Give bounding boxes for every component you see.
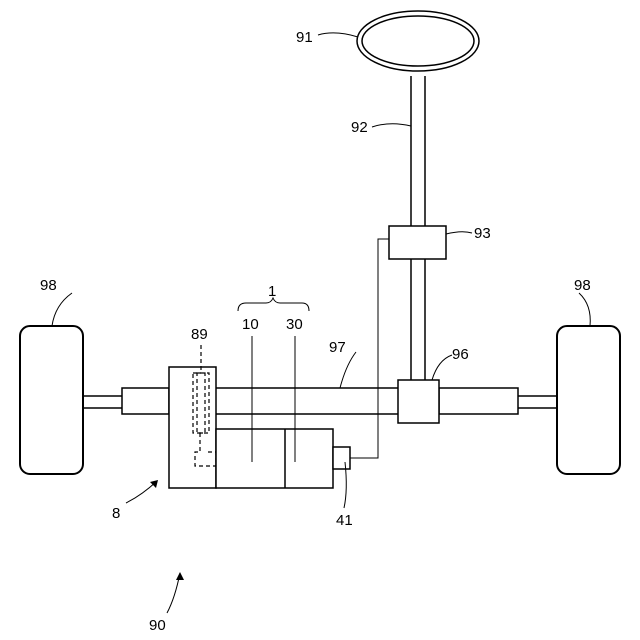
label-torque-sensor: 93: [474, 225, 491, 242]
label-wheel-left: 98: [40, 277, 57, 294]
label-motor: 30: [286, 316, 303, 333]
label-system: 90: [149, 617, 166, 634]
label-gearbox: 96: [452, 346, 469, 363]
signal-line: [350, 239, 389, 458]
label-assembly: 1: [268, 283, 276, 300]
label-rack-shaft: 97: [329, 339, 346, 356]
left-wheel: [20, 326, 83, 474]
connector-box: [333, 447, 350, 469]
label-housing-part: 89: [191, 326, 208, 343]
label-wheel-right: 98: [574, 277, 591, 294]
label-ecu: 10: [242, 316, 259, 333]
gearbox-box: [398, 380, 439, 423]
steering-wheel: [357, 11, 479, 71]
torque-sensor-box: [389, 226, 446, 259]
right-wheel: [557, 326, 620, 474]
label-steering-shaft: 92: [351, 119, 368, 136]
label-connector: 41: [336, 512, 353, 529]
leader-lines: [52, 33, 590, 613]
motor-unit: [216, 429, 333, 488]
label-reduction-gear: 8: [112, 505, 120, 522]
label-steering-wheel: 91: [296, 29, 313, 46]
rack-shaft: [82, 388, 558, 414]
